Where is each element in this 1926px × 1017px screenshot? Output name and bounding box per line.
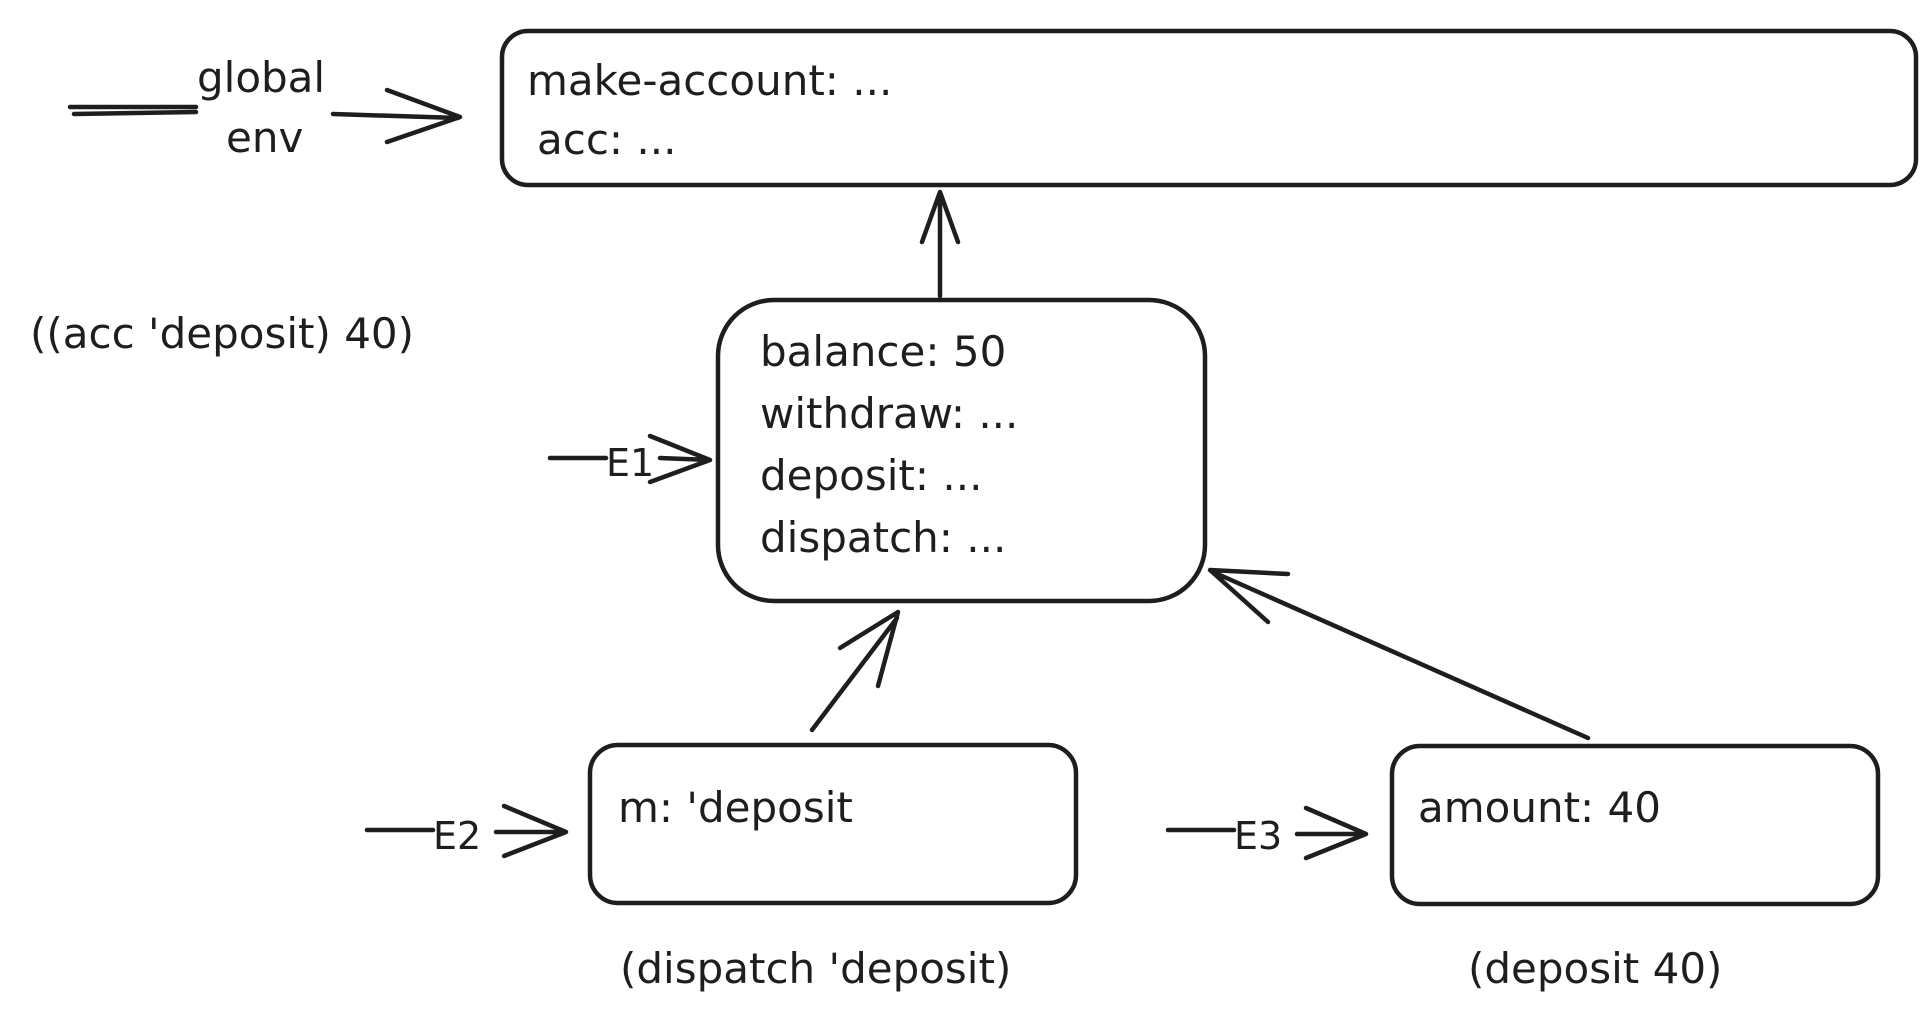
e1-label: E1 xyxy=(606,441,654,485)
e1-binding-dispatch: dispatch: ... xyxy=(760,513,1006,562)
e2-caption: (dispatch 'deposit) xyxy=(620,944,1011,993)
global-env-pointer-line xyxy=(67,104,199,117)
e3-label: E3 xyxy=(1234,814,1282,858)
e2-to-e1-arrow xyxy=(809,609,901,733)
e2-box xyxy=(587,742,1079,906)
e3-to-e1-arrow xyxy=(1207,567,1591,741)
e3-caption: (deposit 40) xyxy=(1468,944,1722,993)
e3-pointer: E3 xyxy=(1165,805,1369,861)
e2-binding-m: m: 'deposit xyxy=(618,783,853,832)
e3-frame: amount: 40 xyxy=(1389,743,1881,907)
e1-to-global-arrow xyxy=(919,189,961,299)
e2-pointer: E2 xyxy=(364,803,569,859)
e3-box xyxy=(1389,743,1881,907)
expression-caption: ((acc 'deposit) 40) xyxy=(30,309,414,358)
e1-pointer: E1 xyxy=(547,433,713,485)
global-env-arrow xyxy=(330,87,463,145)
e1-binding-balance: balance: 50 xyxy=(760,327,1006,376)
global-env-label-line2: env xyxy=(226,113,303,162)
e1-binding-withdraw: withdraw: ... xyxy=(760,389,1018,438)
global-env-pointer: global env xyxy=(67,53,463,162)
global-env-frame: make-account: ... acc: ... xyxy=(499,28,1919,188)
e2-frame: m: 'deposit xyxy=(587,742,1079,906)
e2-label: E2 xyxy=(433,814,481,858)
e1-frame: balance: 50 withdraw: ... deposit: ... d… xyxy=(715,297,1208,604)
global-env-label-line1: global xyxy=(197,53,325,102)
e3-pointer-arrow xyxy=(1294,805,1369,861)
global-env-box xyxy=(499,28,1919,188)
e1-box xyxy=(715,297,1208,604)
e1-pointer-arrow xyxy=(647,433,713,485)
e3-binding-amount: amount: 40 xyxy=(1418,783,1661,832)
e1-binding-deposit: deposit: ... xyxy=(760,451,982,500)
global-binding-make-account: make-account: ... xyxy=(527,56,892,105)
global-binding-acc: acc: ... xyxy=(537,115,676,164)
e2-pointer-arrow xyxy=(493,803,569,859)
